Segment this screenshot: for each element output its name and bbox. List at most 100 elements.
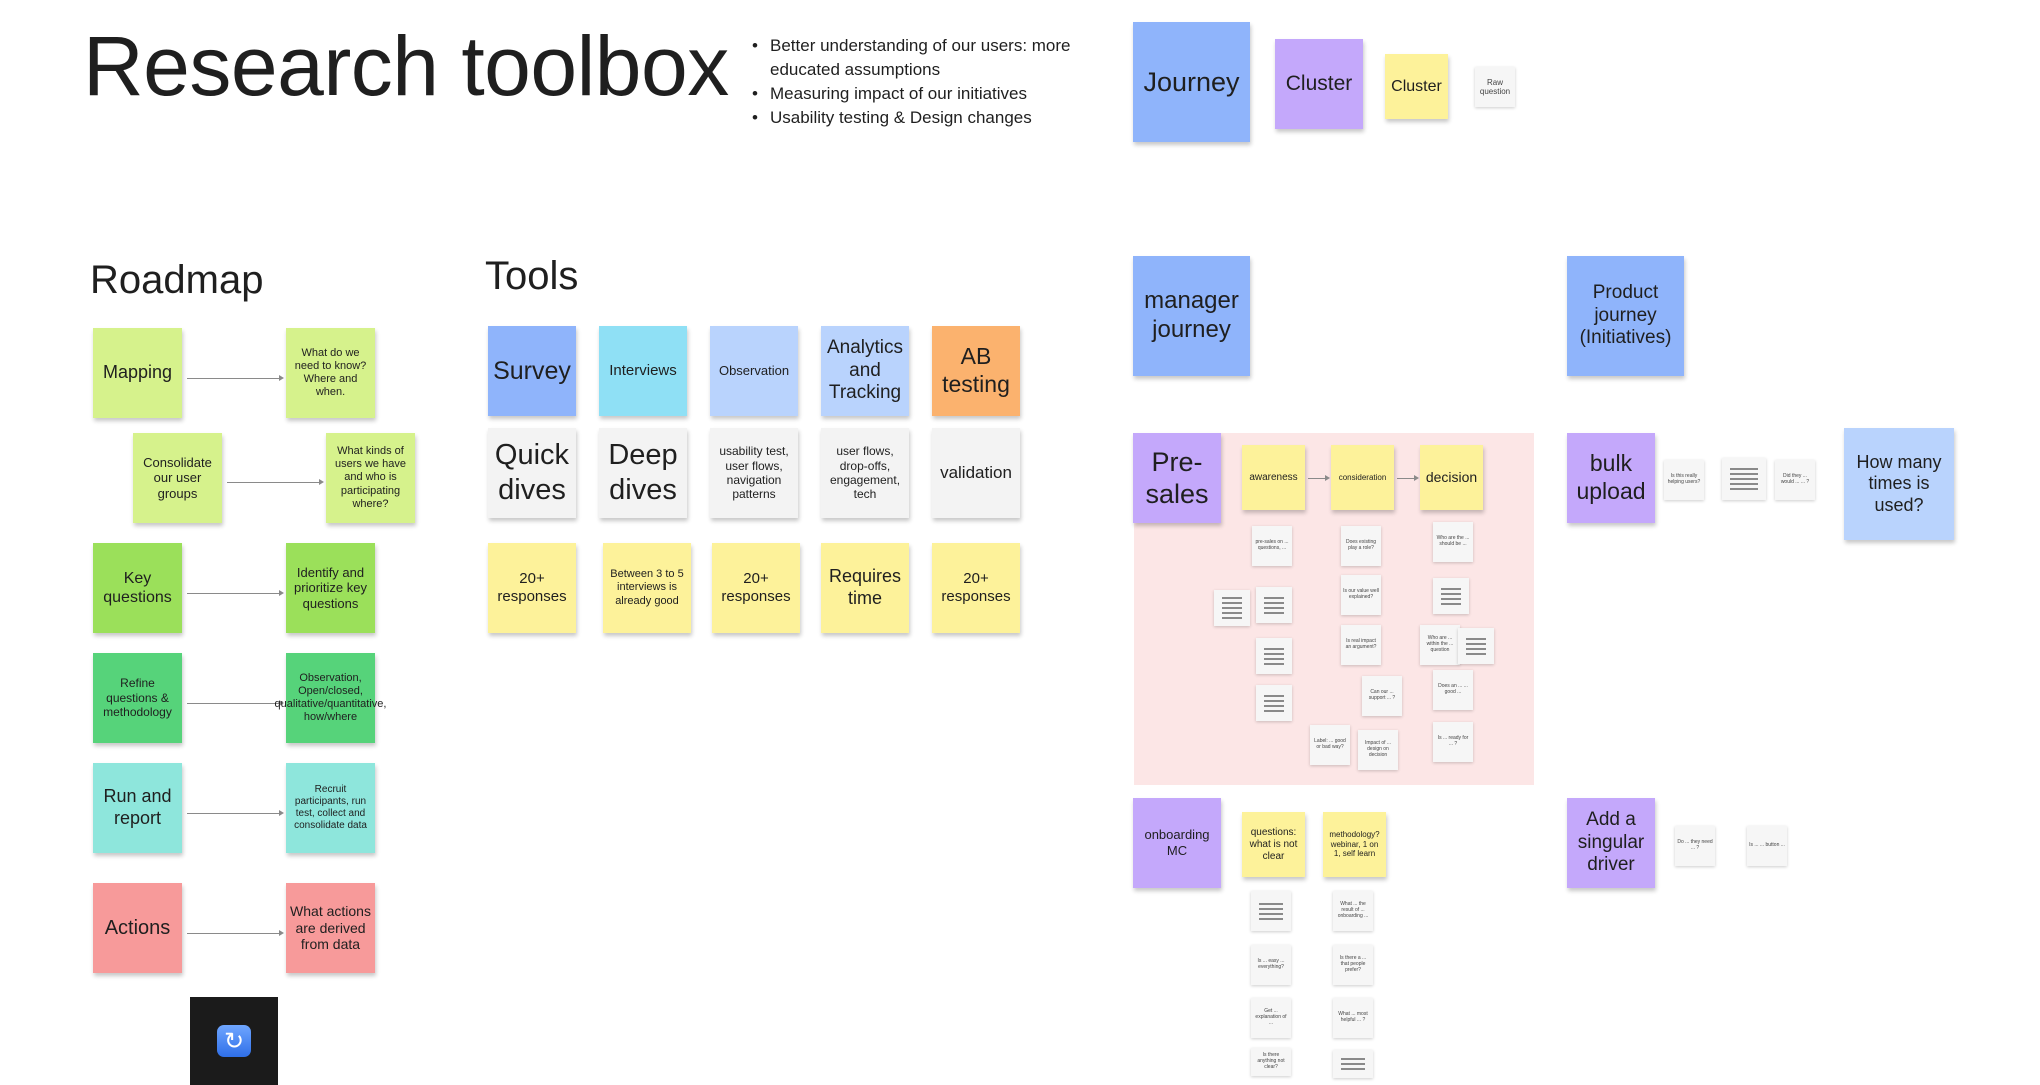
arrow-connector xyxy=(187,700,284,706)
tool-header[interactable]: Observation xyxy=(710,326,798,416)
roadmap-detail[interactable]: Recruit participants, run test, collect … xyxy=(286,763,375,853)
tool-note-label: Requires time xyxy=(828,566,902,608)
text-placeholder-note[interactable] xyxy=(1256,685,1292,721)
legend-cluster-label: Cluster xyxy=(1391,77,1442,95)
roadmap-step[interactable]: Run and report xyxy=(93,763,182,853)
tool-note-label: 20+ responses xyxy=(497,570,567,605)
manager-journey-note[interactable]: manager journey xyxy=(1133,256,1250,376)
raw-question[interactable]: Is there anything not clear? xyxy=(1251,1048,1291,1076)
roadmap-step[interactable]: Mapping xyxy=(93,328,182,418)
onboarding-cluster-note[interactable]: methodology? webinar, 1 on 1, self learn xyxy=(1323,812,1386,877)
raw-question[interactable]: Get ... explanation of ... xyxy=(1251,998,1291,1038)
tool-header[interactable]: AB testing xyxy=(932,326,1020,416)
tool-header-label: Interviews xyxy=(609,362,677,379)
onboarding-label: onboarding MC xyxy=(1144,827,1210,858)
tool-description[interactable]: usability test, user flows, navigation p… xyxy=(710,428,798,518)
roadmap-step[interactable]: Actions xyxy=(93,883,182,973)
roadmap-detail-label: What do we need to know? Where and when. xyxy=(294,346,367,399)
goal-item: Usability testing & Design changes xyxy=(752,106,1100,130)
raw-question[interactable]: Does an ... ... good ... xyxy=(1433,670,1473,710)
roadmap-detail[interactable]: What kinds of users we have and who is p… xyxy=(326,433,415,523)
roadmap-step-label: Refine questions & methodology xyxy=(103,676,172,720)
tool-note[interactable]: 20+ responses xyxy=(488,543,576,633)
raw-question[interactable]: Is ... easy ... everything? xyxy=(1251,945,1291,985)
roadmap-detail[interactable]: What do we need to know? Where and when. xyxy=(286,328,375,418)
tool-header[interactable]: Analytics and Tracking xyxy=(821,326,909,416)
roadmap-detail[interactable]: Identify and prioritize key questions xyxy=(286,543,375,633)
raw-question[interactable]: pre-sales on ... questions, ... xyxy=(1252,526,1292,566)
raw-question[interactable]: Is this really helping users? xyxy=(1664,460,1704,500)
raw-question[interactable]: Is real impact an argument? xyxy=(1341,625,1381,665)
arrow-connector xyxy=(227,479,324,485)
legend-journey[interactable]: Journey xyxy=(1133,22,1250,142)
presales-label: Pre-sales xyxy=(1145,446,1209,509)
onboarding-cluster[interactable]: onboarding MC xyxy=(1133,798,1221,888)
text-placeholder-note[interactable] xyxy=(1433,578,1469,614)
roadmap-detail-label: What kinds of users we have and who is p… xyxy=(335,445,406,510)
onboarding-cluster-label: methodology? webinar, 1 on 1, self learn xyxy=(1329,830,1380,859)
roadmap-detail[interactable]: What actions are derived from data xyxy=(286,883,375,973)
arrow-connector xyxy=(187,375,284,381)
raw-question[interactable]: Does existing play a role? xyxy=(1341,526,1381,566)
text-placeholder-note[interactable] xyxy=(1333,1050,1373,1078)
raw-question[interactable]: Is our value well explained? xyxy=(1341,575,1381,615)
stage-decision[interactable]: decision xyxy=(1420,445,1483,510)
tool-note[interactable]: Between 3 to 5 interviews is already goo… xyxy=(603,543,691,633)
tool-header-label: Observation xyxy=(718,363,790,379)
raw-question[interactable]: Is there a ... that people prefer? xyxy=(1333,945,1373,985)
raw-question[interactable]: Who are ... within the ... question xyxy=(1420,625,1460,665)
stage-awareness[interactable]: awareness xyxy=(1242,445,1305,510)
tool-note-label: Between 3 to 5 interviews is already goo… xyxy=(610,568,684,607)
raw-question[interactable]: Label: ... good or bad way? xyxy=(1310,725,1350,765)
roadmap-step[interactable]: Key questions xyxy=(93,543,182,633)
raw-question[interactable]: Can our ... support ... ? xyxy=(1362,676,1402,716)
roadmap-step[interactable]: Consolidate our user groups xyxy=(133,433,222,523)
text-placeholder-note[interactable] xyxy=(1256,587,1292,623)
raw-question[interactable]: Did they ... would ... ... ? xyxy=(1775,460,1815,500)
tools-title: Tools xyxy=(485,254,579,298)
text-placeholder-note[interactable] xyxy=(1214,590,1250,626)
tool-description[interactable]: validation xyxy=(932,428,1020,518)
page-title: Research toolbox xyxy=(83,19,729,113)
raw-question[interactable]: What ... most helpful ... ? xyxy=(1333,998,1373,1038)
singular-driver-cluster[interactable]: Add a singular driver xyxy=(1567,798,1655,888)
roadmap-step[interactable]: Refine questions & methodology xyxy=(93,653,182,743)
roadmap-step-label: Actions xyxy=(104,917,171,939)
tool-header[interactable]: Interviews xyxy=(599,326,687,416)
singular-driver-label: Add a singular driver xyxy=(1577,808,1645,876)
raw-question[interactable]: Is ... ready for ... ? xyxy=(1433,722,1473,762)
tool-description[interactable]: user flows, drop-offs, engagement, tech xyxy=(821,428,909,518)
roadmap-detail-label: Observation, Open/closed, qualitative/qu… xyxy=(274,671,387,724)
raw-question[interactable]: What ... the result of ... onboarding ..… xyxy=(1333,891,1373,931)
tool-note[interactable]: 20+ responses xyxy=(712,543,800,633)
stage-consideration[interactable]: consideration xyxy=(1331,445,1394,510)
tool-note[interactable]: 20+ responses xyxy=(932,543,1020,633)
raw-question[interactable]: Who are the ... should be ... xyxy=(1433,522,1473,562)
tool-header[interactable]: Survey xyxy=(488,326,576,416)
how-many-note[interactable]: How many times is used? xyxy=(1844,428,1954,540)
presales-cluster[interactable]: Pre-sales xyxy=(1133,433,1221,523)
bulk-upload-cluster[interactable]: bulk upload xyxy=(1567,433,1655,523)
text-placeholder-note[interactable] xyxy=(1251,891,1291,931)
app-tile[interactable]: ↻ xyxy=(190,997,278,1085)
roadmap-detail-label: What actions are derived from data xyxy=(290,902,371,953)
product-journey-note[interactable]: Product journey (Initiatives) xyxy=(1567,256,1684,376)
legend-cluster-purple[interactable]: Cluster xyxy=(1275,39,1363,129)
tool-description[interactable]: Quick dives xyxy=(488,428,576,518)
stage-label: decision xyxy=(1425,469,1478,486)
raw-question[interactable]: Impact of ... design on decision xyxy=(1358,730,1398,770)
onboarding-cluster-note[interactable]: questions: what is not clear xyxy=(1242,812,1305,877)
tool-note[interactable]: Requires time xyxy=(821,543,909,633)
roadmap-detail[interactable]: Observation, Open/closed, qualitative/qu… xyxy=(275,653,386,743)
roadmap-step-label: Run and report xyxy=(103,786,172,828)
tool-description[interactable]: Deep dives xyxy=(599,428,687,518)
text-placeholder-note[interactable] xyxy=(1722,458,1766,500)
text-placeholder-note[interactable] xyxy=(1458,628,1494,664)
legend-raw-question[interactable]: Raw question xyxy=(1475,67,1515,107)
text-placeholder-note[interactable] xyxy=(1256,638,1292,674)
legend-cluster-yellow[interactable]: Cluster xyxy=(1385,54,1448,119)
raw-question[interactable]: Do ... they need ... ? xyxy=(1675,826,1715,866)
tool-header-label: AB testing xyxy=(942,343,1010,397)
raw-question[interactable]: Is ... ... button ... xyxy=(1747,826,1787,866)
goal-item: Better understanding of our users: more … xyxy=(752,34,1100,82)
